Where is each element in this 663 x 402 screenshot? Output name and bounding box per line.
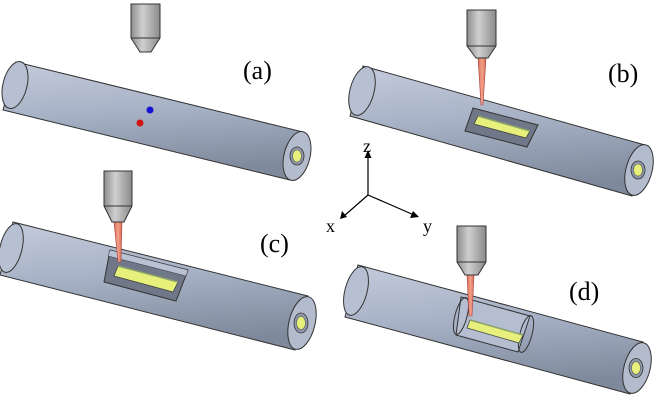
nozzle-b [466, 9, 497, 59]
nozzle-c [103, 170, 133, 223]
panel-b: (b) [348, 9, 654, 197]
nozzle-a [130, 3, 161, 53]
laser-beam-b [477, 57, 487, 106]
trench-c [103, 249, 189, 302]
panel-d: (d) [343, 225, 652, 395]
marker-dot-red [136, 119, 144, 127]
axis-label-y: y [423, 216, 432, 236]
axis-label-x: x [326, 216, 335, 236]
sealed-section-d [452, 296, 535, 353]
nozzle-d [456, 225, 487, 276]
panel-label-c: (c) [260, 229, 289, 258]
tube-a [1, 61, 312, 181]
panel-a: (a) [1, 3, 312, 181]
panel-label-a: (a) [243, 56, 272, 85]
trench-b [464, 107, 539, 148]
panel-c: (c) [0, 170, 317, 351]
axis-triad: z x y [326, 136, 432, 236]
panel-label-b: (b) [608, 59, 638, 88]
marker-dot-blue [146, 106, 154, 114]
panel-label-d: (d) [569, 277, 599, 306]
axis-label-z: z [363, 136, 371, 156]
